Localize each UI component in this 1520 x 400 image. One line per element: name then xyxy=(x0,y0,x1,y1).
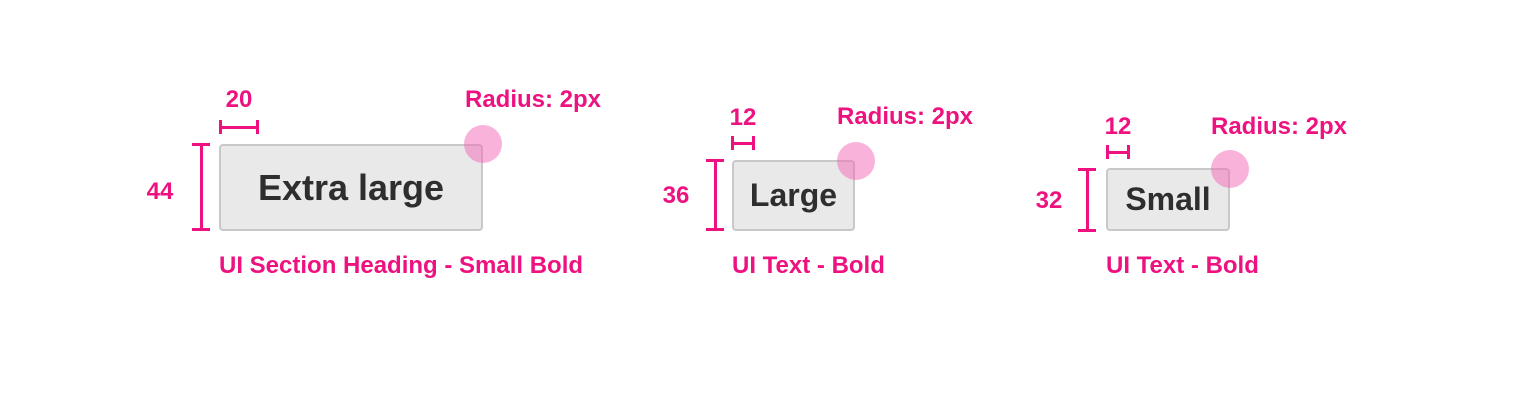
width-dimension-ruler-icon xyxy=(219,120,259,134)
extra-large-button-sample[interactable]: Extra large xyxy=(219,144,483,231)
typography-caption: UI Section Heading - Small Bold xyxy=(219,252,584,279)
height-dimension-value: 36 xyxy=(662,182,690,209)
height-dimension-ruler-icon xyxy=(1078,168,1096,232)
height-dimension-ruler-icon xyxy=(192,143,210,231)
corner-radius-dot-icon xyxy=(464,125,502,163)
width-dimension-ruler-icon xyxy=(731,136,755,150)
height-dimension-ruler-icon xyxy=(706,159,724,231)
radius-annotation: Radius: 2px xyxy=(465,86,602,113)
padding-dimension-value: 12 xyxy=(1104,113,1132,140)
padding-dimension-value: 12 xyxy=(729,104,757,131)
height-dimension-value: 44 xyxy=(146,178,174,205)
radius-annotation: Radius: 2px xyxy=(1211,113,1348,140)
large-button-sample[interactable]: Large xyxy=(732,160,855,231)
small-button-sample[interactable]: Small xyxy=(1106,168,1230,231)
radius-annotation: Radius: 2px xyxy=(837,103,974,130)
width-dimension-ruler-icon xyxy=(1106,145,1130,159)
corner-radius-dot-icon xyxy=(1211,150,1249,188)
typography-caption: UI Text - Bold xyxy=(1106,252,1259,279)
padding-dimension-value: 20 xyxy=(225,86,253,113)
height-dimension-value: 32 xyxy=(1035,187,1063,214)
typography-caption: UI Text - Bold xyxy=(732,252,885,279)
corner-radius-dot-icon xyxy=(837,142,875,180)
